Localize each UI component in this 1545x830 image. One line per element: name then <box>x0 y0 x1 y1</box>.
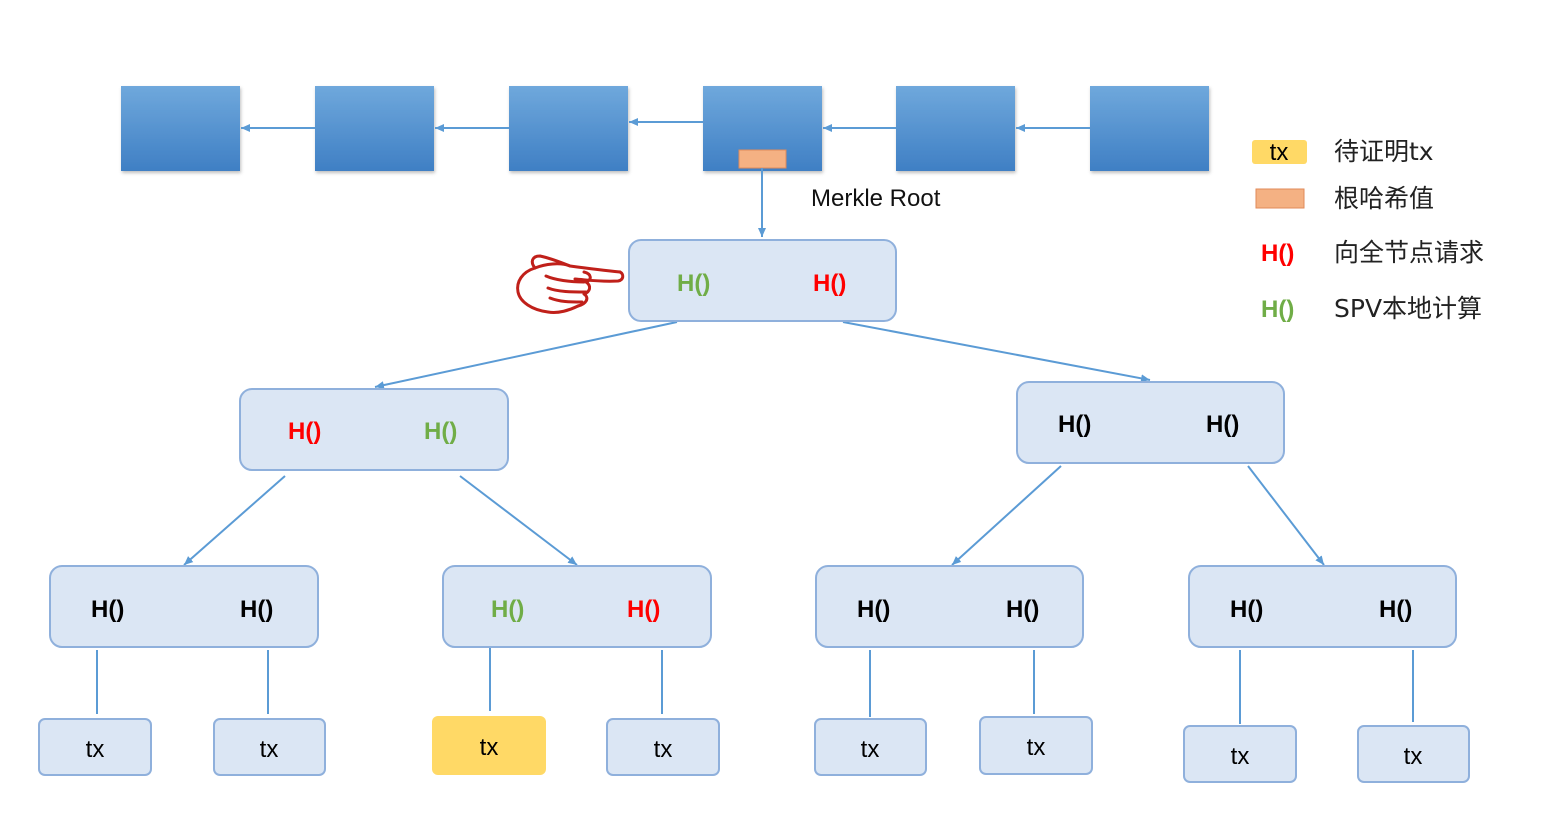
legend-symbol: H() <box>1261 240 1294 267</box>
tx-label: tx <box>1404 743 1423 770</box>
l2-3-left-hash: H() <box>1230 596 1263 623</box>
root-right-hash: H() <box>813 270 846 297</box>
hash-node-l2: H() H() <box>815 565 1084 648</box>
l2-2-left-hash: H() <box>857 596 890 623</box>
block <box>896 86 1015 171</box>
legend-item-root-hash: 根哈希值 <box>1255 184 1434 213</box>
legend: tx 待证明tx 根哈希值 H() 向全节点请求 H() SPV本地计算 <box>1252 137 1484 323</box>
legend-item-tx-to-prove: tx 待证明tx <box>1252 137 1434 166</box>
l2-3-right-hash: H() <box>1379 596 1412 623</box>
hash-node-l2: H() H() <box>49 565 319 648</box>
legend-item-spv-local: H() SPV本地计算 <box>1261 294 1482 323</box>
block <box>121 86 240 171</box>
tx-label: tx <box>1027 734 1046 761</box>
legend-symbol: H() <box>1261 296 1294 323</box>
hash-node-l1-left: H() H() <box>239 388 509 471</box>
l2-2-right-hash: H() <box>1006 596 1039 623</box>
legend-item-full-node-request: H() 向全节点请求 <box>1261 238 1484 267</box>
l1-left-left-hash: H() <box>288 418 321 445</box>
l2-0-right-hash: H() <box>240 596 273 623</box>
pointing-hand-icon <box>516 254 625 314</box>
legend-orange-swatch <box>1255 188 1305 209</box>
tx-label: tx <box>86 736 105 763</box>
block <box>1090 86 1209 171</box>
tx-label: tx <box>861 736 880 763</box>
tx-label: tx <box>654 736 673 763</box>
legend-yellow-swatch <box>1252 140 1307 164</box>
tx-leaf: tx <box>979 716 1093 775</box>
root-hash-node: H() H() <box>628 239 897 322</box>
merkle-root-marker <box>738 149 787 169</box>
legend-label: 向全节点请求 <box>1334 238 1484 267</box>
block <box>509 86 628 171</box>
tx-leaf-to-prove: tx <box>432 716 546 775</box>
tx-leaf: tx <box>1183 725 1297 783</box>
tx-leaf: tx <box>1357 725 1470 783</box>
l2-0-left-hash: H() <box>91 596 124 623</box>
tx-label: tx <box>480 734 499 761</box>
hash-node-l2: H() H() <box>442 565 712 648</box>
legend-symbol: tx <box>1270 139 1289 166</box>
root-left-hash: H() <box>677 270 710 297</box>
merkle-root-label: Merkle Root <box>811 185 941 212</box>
l1-right-left-hash: H() <box>1058 411 1091 438</box>
tx-leaf: tx <box>38 718 152 776</box>
legend-label: 待证明tx <box>1334 137 1434 166</box>
tx-label: tx <box>1231 743 1250 770</box>
l1-left-right-hash: H() <box>424 418 457 445</box>
legend-label: SPV本地计算 <box>1334 294 1482 323</box>
tx-leaf: tx <box>213 718 326 776</box>
l1-right-right-hash: H() <box>1206 411 1239 438</box>
blockchain <box>121 86 1209 171</box>
tx-leaf: tx <box>606 718 720 776</box>
tx-leaf: tx <box>814 718 927 776</box>
legend-label: 根哈希值 <box>1334 184 1434 213</box>
hash-node-l1-right: H() H() <box>1016 381 1285 464</box>
block <box>315 86 434 171</box>
hash-node-l2: H() H() <box>1188 565 1457 648</box>
tx-label: tx <box>260 736 279 763</box>
l2-1-left-hash: H() <box>491 596 524 623</box>
l2-1-right-hash: H() <box>627 596 660 623</box>
tree-edges <box>96 321 1414 724</box>
